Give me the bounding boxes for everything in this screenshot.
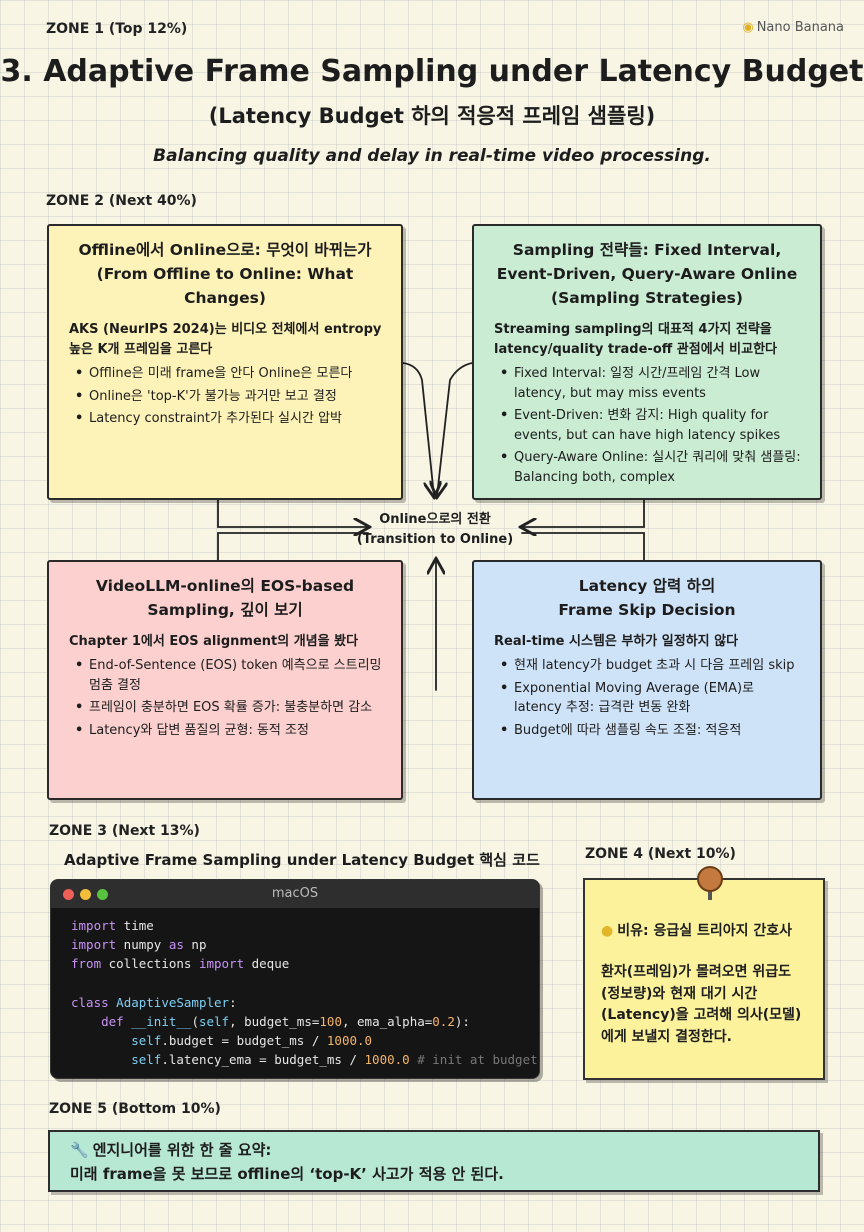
card-sampling-strategies: Sampling 전략들: Fixed Interval,Event-Drive…	[472, 224, 822, 500]
close-dot-icon[interactable]	[63, 889, 74, 900]
list-item: Exponential Moving Average (EMA)로 latenc…	[498, 679, 804, 718]
maximize-dot-icon[interactable]	[97, 889, 108, 900]
list-item: Query-Aware Online: 실시간 쿼리에 맞춰 샘플링: Bala…	[498, 448, 804, 487]
list-item: Event-Driven: 변화 감지: High quality for ev…	[498, 406, 804, 445]
card-list: Offline은 미래 frame을 안다 Online은 모른다 Online…	[65, 364, 385, 429]
zone-5-label: ZONE 5 (Bottom 10%)	[49, 1101, 221, 1117]
list-item: 프레임이 충분하면 EOS 확률 증가: 불충분하면 감소	[73, 698, 385, 718]
page-tagline: Balancing quality and delay in real-time…	[153, 146, 711, 166]
list-item: Online은 'top-K'가 불가능 과거만 보고 결정	[73, 387, 385, 407]
list-item: End-of-Sentence (EOS) token 예측으로 스트리밍 멈춤…	[73, 656, 385, 695]
zone-4-label: ZONE 4 (Next 10%)	[585, 846, 736, 862]
brand-text: Nano Banana	[756, 20, 844, 35]
card-list: 현재 latency가 budget 초과 시 다음 프레임 skip Expo…	[490, 656, 804, 740]
card-list: End-of-Sentence (EOS) token 예측으로 스트리밍 멈춤…	[65, 656, 385, 740]
minimize-dot-icon[interactable]	[80, 889, 91, 900]
list-item: Latency constraint가 추가된다 실시간 압박	[73, 409, 385, 429]
summary-box: 🔧엔지니어를 위한 한 줄 요약: 미래 frame을 못 보므로 offlin…	[48, 1130, 820, 1192]
card-lead: Streaming sampling의 대표적 4가지 전략을 latency/…	[494, 322, 778, 358]
list-item: 현재 latency가 budget 초과 시 다음 프레임 skip	[498, 656, 804, 676]
transition-label-ko: Online으로의 전환	[379, 512, 491, 527]
lightbulb-icon: ●	[601, 923, 614, 939]
arrow-right-bottom	[521, 532, 645, 561]
zone-1-label: ZONE 1 (Top 12%)	[46, 21, 188, 37]
banana-icon: ◉	[742, 20, 754, 35]
card-title: Offline에서 Online으로: 무엇이 바뀌는가(From Offlin…	[78, 241, 372, 308]
list-item: Budget에 따라 샘플링 속도 조절: 적응적	[498, 721, 804, 741]
brand-logo: ◉Nano Banana	[742, 20, 844, 35]
pushpin-icon	[697, 866, 723, 892]
note-title: ●비유: 응급실 트리아지 간호사	[601, 923, 792, 939]
card-list: Fixed Interval: 일정 시간/프레임 간격 Low latency…	[490, 364, 804, 487]
summary-text: 미래 frame을 못 보므로 offline의 ‘top-K’ 사고가 적용 …	[70, 1165, 504, 1183]
arrow-left-top	[217, 499, 368, 527]
arrow-offline	[402, 362, 434, 496]
card-lead: Real-time 시스템은 부하가 일정하지 않다	[494, 634, 739, 650]
card-lead: Chapter 1에서 EOS alignment의 개념을 봤다	[69, 634, 359, 650]
list-item: Offline은 미래 frame을 안다 Online은 모른다	[73, 364, 385, 384]
card-lead: AKS (NeurIPS 2024)는 비디오 전체에서 entropy 높은 …	[69, 322, 382, 358]
card-offline-to-online: Offline에서 Online으로: 무엇이 바뀌는가(From Offlin…	[47, 224, 403, 500]
window-titlebar: macOS	[51, 880, 539, 908]
note-body: 환자(프레임)가 몰려오면 위급도(정보량)와 현재 대기 시간(Latency…	[601, 964, 802, 1046]
code-section-title: Adaptive Frame Sampling under Latency Bu…	[64, 851, 540, 869]
code-block: import time import numpy as np from coll…	[71, 918, 538, 1068]
transition-label: Online으로의 전환 (Transition to Online)	[330, 510, 540, 549]
wrench-icon: 🔧	[70, 1141, 89, 1159]
arrow-right-top	[522, 499, 645, 527]
card-title: Sampling 전략들: Fixed Interval,Event-Drive…	[496, 241, 798, 308]
page-subtitle: (Latency Budget 하의 적응적 프레임 샘플링)	[208, 104, 656, 128]
transition-arrows	[217, 362, 645, 691]
pushpin-needle	[708, 888, 712, 900]
window-title: macOS	[271, 886, 319, 901]
code-window: macOS import time import numpy as np fro…	[50, 879, 540, 1079]
page-title: 3. Adaptive Frame Sampling under Latency…	[0, 54, 864, 89]
arrow-left-bottom	[217, 532, 369, 561]
zone-2-label: ZONE 2 (Next 40%)	[46, 193, 197, 209]
sticky-note: ●비유: 응급실 트리아지 간호사 환자(프레임)가 몰려오면 위급도(정보량)…	[583, 878, 825, 1080]
zone-3-label: ZONE 3 (Next 13%)	[49, 823, 200, 839]
arrow-strategies	[437, 362, 473, 496]
transition-label-en: (Transition to Online)	[356, 531, 514, 547]
list-item: Latency와 답변 품질의 균형: 동적 조정	[73, 721, 385, 741]
list-item: Fixed Interval: 일정 시간/프레임 간격 Low latency…	[498, 364, 804, 403]
summary-heading: 🔧엔지니어를 위한 한 줄 요약:	[70, 1141, 272, 1159]
